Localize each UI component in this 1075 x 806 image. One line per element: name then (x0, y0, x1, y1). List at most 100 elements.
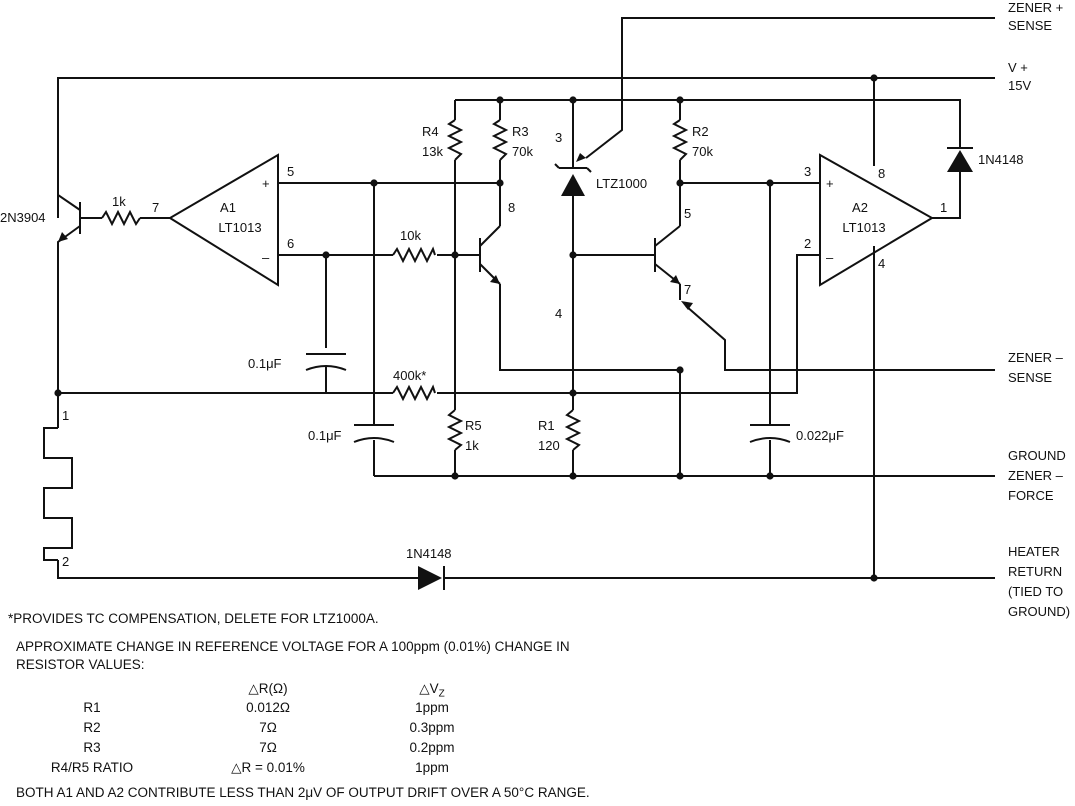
label-15v: 15V (1008, 78, 1031, 93)
label-a1-plus: + (262, 176, 270, 191)
table-cell-dv: 1ppm (415, 760, 449, 775)
label-r3-val: 70k (512, 144, 533, 159)
label-zener-minus-sense: SENSE (1008, 370, 1052, 385)
label-a2-part: LT1013 (842, 220, 885, 235)
label-c2: 0.1μF (308, 428, 342, 443)
label-r5-val: 1k (465, 438, 479, 453)
transistor-q1 (479, 225, 501, 285)
resistor-r5 (446, 409, 464, 451)
capacitor-c2 (353, 424, 395, 443)
schematic-diagram: ZENER + SENSE V + 15V ZENER – SENSE GROU… (0, 0, 1070, 619)
arrow-pin7 (681, 301, 693, 310)
label-zener-minus: ZENER – (1008, 350, 1064, 365)
pin-ltz-3: 3 (555, 130, 562, 145)
table-cell-dr: 0.012Ω (246, 700, 290, 715)
pin-a2-1: 1 (940, 200, 947, 215)
resistor-1k (101, 209, 141, 227)
zener-ltz1000 (554, 153, 592, 196)
table-cell-dr: 7Ω (259, 740, 277, 755)
table-cell-dv: 0.2ppm (409, 740, 455, 755)
label-r3: R3 (512, 124, 529, 139)
table-cell-dv: 0.3ppm (409, 720, 455, 735)
transistor-q2 (654, 225, 681, 285)
pin-a2-4: 4 (878, 256, 885, 271)
resistor-10k (392, 246, 436, 264)
label-r4-val: 13k (422, 144, 443, 159)
pin-ltz-8: 8 (508, 200, 515, 215)
pin-heater-2: 2 (62, 554, 69, 569)
label-r5: R5 (465, 418, 482, 433)
table-cell-resistor: R3 (83, 740, 101, 755)
table-cell-resistor: R2 (83, 720, 101, 735)
pin-ltz-7: 7 (684, 282, 691, 297)
label-400k: 400k* (393, 368, 426, 383)
table-cell-dr: △R = 0.01% (231, 760, 305, 775)
label-diode-bottom: 1N4148 (406, 546, 452, 561)
label-diode-top: 1N4148 (978, 152, 1024, 167)
pin-a1-6: 6 (287, 236, 294, 251)
label-a1-part: LT1013 (218, 220, 261, 235)
pin-ltz-5: 5 (684, 206, 691, 221)
label-heater-4: GROUND) (1008, 604, 1070, 619)
label-a2-minus: – (826, 250, 834, 265)
label-zener-minus-force-2: FORCE (1008, 488, 1054, 503)
label-r1: R1 (538, 418, 555, 433)
table-cell-resistor: R1 (83, 700, 101, 715)
table-cell-dv: 1ppm (415, 700, 449, 715)
capacitors (305, 353, 791, 443)
table-cell-resistor: R4/R5 RATIO (50, 760, 134, 775)
label-c1: 0.1μF (248, 356, 282, 371)
table-row: R2 7Ω 0.3ppm (0, 720, 700, 738)
pin-a1-7: 7 (152, 200, 159, 215)
pin-a2-2: 2 (804, 236, 811, 251)
label-a1: A1 (220, 200, 236, 215)
pin-heater-1: 1 (62, 408, 69, 423)
label-heater-3: (TIED TO (1008, 584, 1063, 599)
table-row: R4/R5 RATIO △R = 0.01% 1ppm (0, 760, 700, 778)
label-zener-plus-sense: SENSE (1008, 18, 1052, 33)
diode-top-1n4148 (947, 147, 973, 172)
label-1k: 1k (112, 194, 126, 209)
resistor-r1 (564, 409, 582, 451)
table-cell-dr: 7Ω (259, 720, 277, 735)
label-zener-plus: ZENER + (1008, 0, 1063, 15)
resistor-r4 (446, 119, 464, 161)
label-a2-plus: + (826, 176, 834, 191)
label-10k: 10k (400, 228, 421, 243)
label-r1-val: 120 (538, 438, 560, 453)
table-row: R3 7Ω 0.2ppm (0, 740, 700, 758)
pin-a1-5: 5 (287, 164, 294, 179)
label-r4: R4 (422, 124, 439, 139)
label-c3: 0.022μF (796, 428, 844, 443)
heater-element (43, 427, 73, 561)
label-zener-minus-force-1: ZENER – (1008, 468, 1064, 483)
pin-ltz-4: 4 (555, 306, 562, 321)
label-vplus: V + (1008, 60, 1028, 75)
intro-line-2: RESISTOR VALUES: (16, 657, 145, 672)
label-ground: GROUND (1008, 448, 1066, 463)
drift-note: BOTH A1 AND A2 CONTRIBUTE LESS THAN 2μV … (16, 785, 590, 800)
label-2n3904: 2N3904 (0, 210, 46, 225)
junctions (54, 74, 878, 582)
intro-line-1: APPROXIMATE CHANGE IN REFERENCE VOLTAGE … (16, 639, 570, 654)
table-header-dv: △VZ (419, 681, 445, 700)
capacitor-c1 (305, 353, 347, 393)
opamp-a2 (819, 153, 934, 287)
pin-a2-8: 8 (878, 166, 885, 181)
table-header-dr: △R(Ω) (248, 681, 288, 696)
label-a1-minus: – (262, 250, 270, 265)
resistor-400k (392, 384, 436, 402)
label-a2: A2 (852, 200, 868, 215)
resistor-r2 (671, 119, 689, 161)
table-row: R1 0.012Ω 1ppm (0, 700, 700, 718)
footnote: *PROVIDES TC COMPENSATION, DELETE FOR LT… (8, 611, 379, 626)
label-ltz1000: LTZ1000 (596, 176, 647, 191)
pin-a2-3: 3 (804, 164, 811, 179)
label-heater-2: RETURN (1008, 564, 1062, 579)
labels: ZENER + SENSE V + 15V ZENER – SENSE GROU… (0, 0, 1070, 619)
label-r2-val: 70k (692, 144, 713, 159)
label-heater-1: HEATER (1008, 544, 1060, 559)
resistor-r3 (491, 119, 509, 161)
diode-bottom-1n4148 (418, 566, 445, 590)
